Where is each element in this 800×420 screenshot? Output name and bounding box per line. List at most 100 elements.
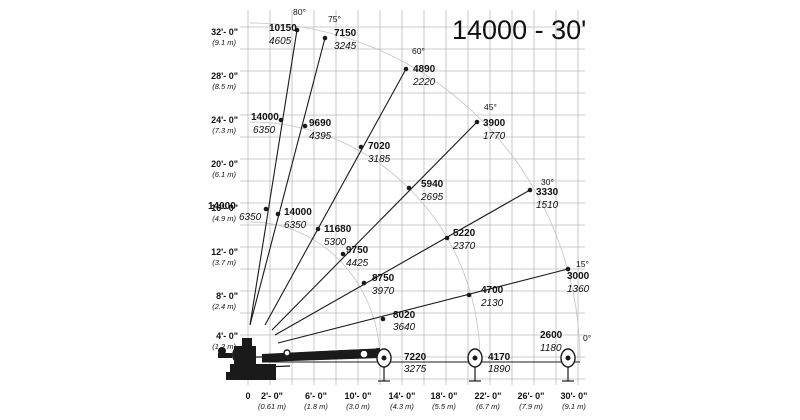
x-tick-label: 26'- 0" [518, 391, 545, 401]
y-tick-metric: (1.2 m) [212, 342, 236, 351]
capacity-kg: 4605 [269, 36, 292, 47]
boom-line-45 [271, 121, 478, 331]
x-tick-metric: (7.9 m) [519, 402, 543, 411]
x-tick-label: 30'- 0" [561, 391, 588, 401]
rated-point [380, 316, 386, 322]
rated-point [403, 66, 409, 72]
y-tick-label: 28'- 0" [211, 71, 238, 81]
capacity-kg: 1890 [488, 364, 511, 375]
boom-line-80 [249, 29, 298, 326]
capacity-lb: 9750 [346, 245, 369, 256]
y-tick-metric: (8.5 m) [212, 82, 236, 91]
capacity-lb: 11680 [324, 224, 352, 235]
outrigger-pad [467, 348, 483, 382]
rated-point [263, 206, 269, 212]
rated-point [474, 119, 480, 125]
angle-label: 45° [484, 102, 497, 112]
capacity-kg: 2130 [480, 298, 504, 309]
rated-point [275, 211, 281, 217]
rated-point [527, 187, 533, 193]
x-axis: 0 2'- 0" (0.61 m) 6'- 0" (1.8 m) 10'- 0"… [245, 391, 587, 411]
capacity-lb: 14000 [284, 207, 312, 218]
rated-point [302, 123, 308, 129]
capacity-lb: 7220 [404, 352, 427, 363]
capacity-lb: 3330 [536, 187, 559, 198]
x-tick-label: 18'- 0" [431, 391, 458, 401]
reach-arc-inner [249, 221, 381, 362]
y-tick-metric: (6.1 m) [212, 170, 236, 179]
capacity-kg: 1770 [483, 131, 506, 142]
x-tick-label: 14'- 0" [389, 391, 416, 401]
capacity-lb: 14000 [251, 112, 279, 123]
capacity-lb: 9690 [309, 118, 332, 129]
capacity-lb: 7020 [368, 141, 391, 152]
x-tick-metric: (0.61 m) [258, 402, 286, 411]
capacity-kg: 3970 [372, 286, 395, 297]
rated-point [444, 235, 450, 241]
boom-line-75 [249, 37, 326, 326]
rated-point [406, 185, 412, 191]
boom-line-60 [264, 68, 407, 326]
angle-label: 60° [412, 46, 425, 56]
angle-label: 75° [328, 14, 341, 24]
y-tick-metric: (7.3 m) [212, 126, 236, 135]
x-tick-metric: (4.3 m) [390, 402, 414, 411]
chart-title: 14000 - 30' [452, 15, 586, 45]
capacity-lb: 10150 [269, 23, 297, 34]
x-tick-label: 6'- 0" [305, 391, 327, 401]
y-tick-label: 32'- 0" [211, 27, 238, 37]
capacity-lb: 7150 [334, 28, 357, 39]
rated-point [315, 226, 321, 232]
capacity-kg: 2695 [420, 192, 444, 203]
x-tick-metric: (3.0 m) [346, 402, 370, 411]
capacity-kg: 3185 [368, 154, 391, 165]
x-tick-label: 0 [245, 391, 250, 401]
x-tick-label: 10'- 0" [345, 391, 372, 401]
rated-point [466, 292, 472, 298]
rated-point [358, 144, 364, 150]
x-tick-metric: (6.7 m) [476, 402, 500, 411]
rated-points [263, 27, 571, 322]
capacity-kg: 3245 [334, 41, 357, 52]
rated-point [361, 280, 367, 286]
angle-label: 0° [583, 333, 591, 343]
y-axis: 32'- 0" (9.1 m) 28'- 0" (8.5 m) 24'- 0" … [211, 27, 238, 351]
rated-point [340, 251, 346, 257]
crane-truck-illustration [218, 338, 576, 382]
boom-line-30 [274, 189, 531, 336]
capacity-lb: 4700 [481, 285, 504, 296]
x-tick-metric: (9.1 m) [562, 402, 586, 411]
rated-point [294, 27, 300, 33]
y-tick-label: 4'- 0" [216, 331, 238, 341]
x-tick-metric: (1.8 m) [304, 402, 328, 411]
y-tick-metric: (4.9 m) [212, 214, 236, 223]
y-tick-metric: (3.7 m) [212, 258, 236, 267]
y-tick-label: 20'- 0" [211, 159, 238, 169]
capacity-kg: 4425 [346, 258, 369, 269]
x-tick-label: 22'- 0" [475, 391, 502, 401]
y-tick-label: 8'- 0" [216, 291, 238, 301]
capacity-lb: 5220 [453, 228, 476, 239]
capacity-kg: 2220 [412, 77, 436, 88]
capacity-lb: 3900 [483, 118, 506, 129]
capacity-kg: 5300 [324, 237, 347, 248]
boom-line-15 [277, 268, 569, 344]
capacity-kg: 4395 [309, 131, 332, 142]
outrigger-pad [376, 348, 392, 382]
y-tick-label: 24'- 0" [211, 115, 238, 125]
x-tick-metric: (5.5 m) [432, 402, 456, 411]
capacity-lb: 2600 [540, 330, 563, 341]
capacity-kg: 2370 [452, 241, 476, 252]
y-tick-label: 16'- 0" [211, 203, 238, 213]
capacity-kg: 1360 [567, 284, 590, 295]
capacity-lb: 8750 [372, 273, 395, 284]
reach-arc-outer [249, 22, 581, 362]
reach-arc-middle [249, 121, 481, 362]
angle-label: 15° [576, 259, 589, 269]
outrigger-pad [560, 348, 576, 382]
capacity-lb: 4890 [413, 64, 436, 75]
rated-point [278, 117, 284, 123]
capacity-kg: 6350 [253, 125, 276, 136]
